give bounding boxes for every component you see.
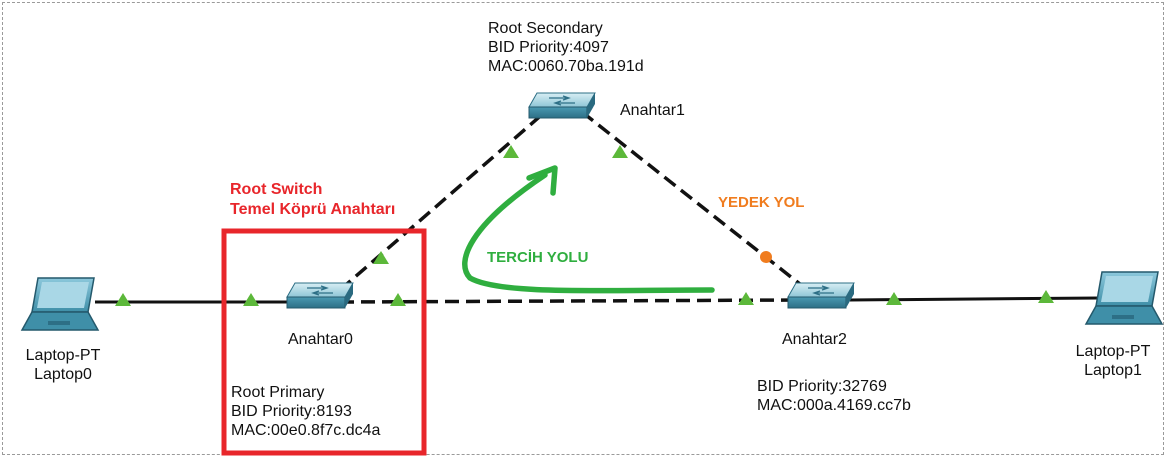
link-indicators	[115, 145, 1054, 306]
switch0-name: Anahtar0	[288, 331, 353, 348]
switch0-priority: BID Priority:8193	[231, 403, 352, 420]
preferred-path-label: TERCİH YOLU	[487, 249, 589, 266]
link-up-indicator	[738, 292, 754, 305]
laptop0-name: Laptop0	[34, 366, 92, 383]
switch1-role: Root Secondary	[488, 20, 603, 37]
link-up-indicator	[390, 293, 406, 306]
laptop0-type: Laptop-PT	[25, 347, 101, 364]
switch1-icon[interactable]	[528, 92, 596, 119]
link-up-indicator	[503, 145, 519, 158]
link-up-indicator	[1038, 290, 1054, 303]
preferred-path-arrow	[462, 165, 715, 294]
switch0-icon[interactable]	[286, 282, 354, 309]
switch0-role: Root Primary	[231, 384, 325, 401]
link-switch0-switch2	[339, 298, 801, 304]
link-up-indicator	[243, 293, 259, 306]
link-switch1-switch2	[580, 110, 812, 294]
root-switch-title: Root Switch	[230, 181, 323, 198]
laptop1-type: Laptop-PT	[1075, 343, 1151, 360]
laptop1-name: Laptop1	[1084, 362, 1142, 379]
link-switch2-laptop1	[849, 296, 1101, 302]
switch1-priority: BID Priority:4097	[488, 39, 609, 56]
root-switch-subtitle: Temel Köprü Anahtarı	[230, 201, 396, 218]
backup-path-label: YEDEK YOL	[718, 194, 805, 211]
link-up-indicator	[886, 292, 902, 305]
blocked-port-indicator	[760, 251, 772, 263]
root-switch-box	[221, 228, 427, 456]
switch2-mac: MAC:000a.4169.cc7b	[757, 397, 911, 414]
switch1-mac: MAC:0060.70ba.191d	[488, 58, 644, 75]
link-up-indicator	[612, 145, 628, 158]
switch1-name: Anahtar1	[620, 102, 685, 119]
laptop0-icon[interactable]	[20, 277, 100, 331]
link-switch0-switch1	[338, 110, 547, 292]
link-up-indicator	[373, 251, 389, 264]
laptop1-icon[interactable]	[1084, 271, 1164, 325]
switch2-icon[interactable]	[787, 282, 855, 309]
switch2-name: Anahtar2	[782, 331, 847, 348]
switch2-priority: BID Priority:32769	[757, 378, 887, 395]
link-up-indicator	[115, 293, 131, 306]
switch0-mac: MAC:00e0.8f7c.dc4a	[231, 422, 381, 439]
